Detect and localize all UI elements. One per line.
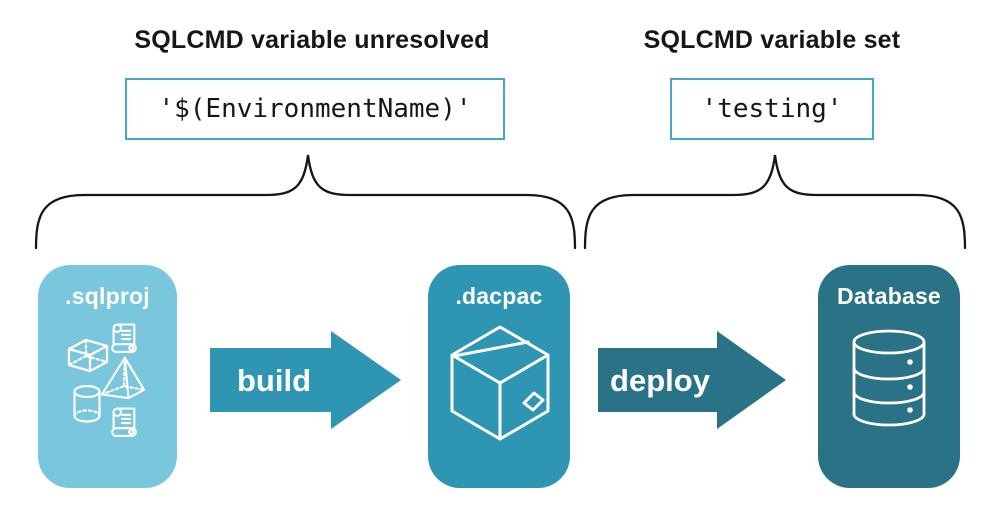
database-stack-icon <box>852 329 926 427</box>
stage-database: Database <box>818 265 960 488</box>
stage-dacpac-label: .dacpac <box>455 283 543 309</box>
scroll-icon <box>111 407 137 437</box>
deploy-arrow-shape <box>598 331 786 429</box>
stage-sqlproj-label: .sqlproj <box>65 283 150 309</box>
db-dot-icon <box>907 359 913 365</box>
stage-sqlproj: .sqlproj <box>38 265 177 488</box>
heading-sqlcmd-unresolved: SQLCMD variable unresolved <box>134 26 490 54</box>
stage-dacpac: .dacpac <box>428 265 570 488</box>
build-arrow: build <box>210 331 401 429</box>
deploy-arrow-label: deploy <box>610 363 711 398</box>
build-arrow-shape <box>210 331 401 429</box>
heading-sqlcmd-set: SQLCMD variable set <box>643 26 901 54</box>
code-value-unresolved: '$(EnvironmentName)' <box>158 94 472 124</box>
code-value-set: 'testing' <box>701 94 843 124</box>
build-arrow-label: build <box>237 363 311 398</box>
db-dot-icon <box>907 384 913 390</box>
cube-icon <box>67 338 109 373</box>
db-dot-icon <box>907 407 913 413</box>
deploy-arrow: deploy <box>598 331 786 429</box>
brace-left-icon <box>34 154 577 250</box>
code-box-set: 'testing' <box>670 78 874 140</box>
scroll-icon <box>111 323 137 353</box>
brace-right-icon <box>583 154 967 250</box>
stage-database-label: Database <box>837 283 941 309</box>
code-box-unresolved: '$(EnvironmentName)' <box>125 78 505 140</box>
package-box-icon <box>450 325 550 441</box>
cylinder-icon <box>73 385 101 423</box>
brace-group <box>34 154 967 250</box>
pyramid-icon <box>100 356 146 399</box>
